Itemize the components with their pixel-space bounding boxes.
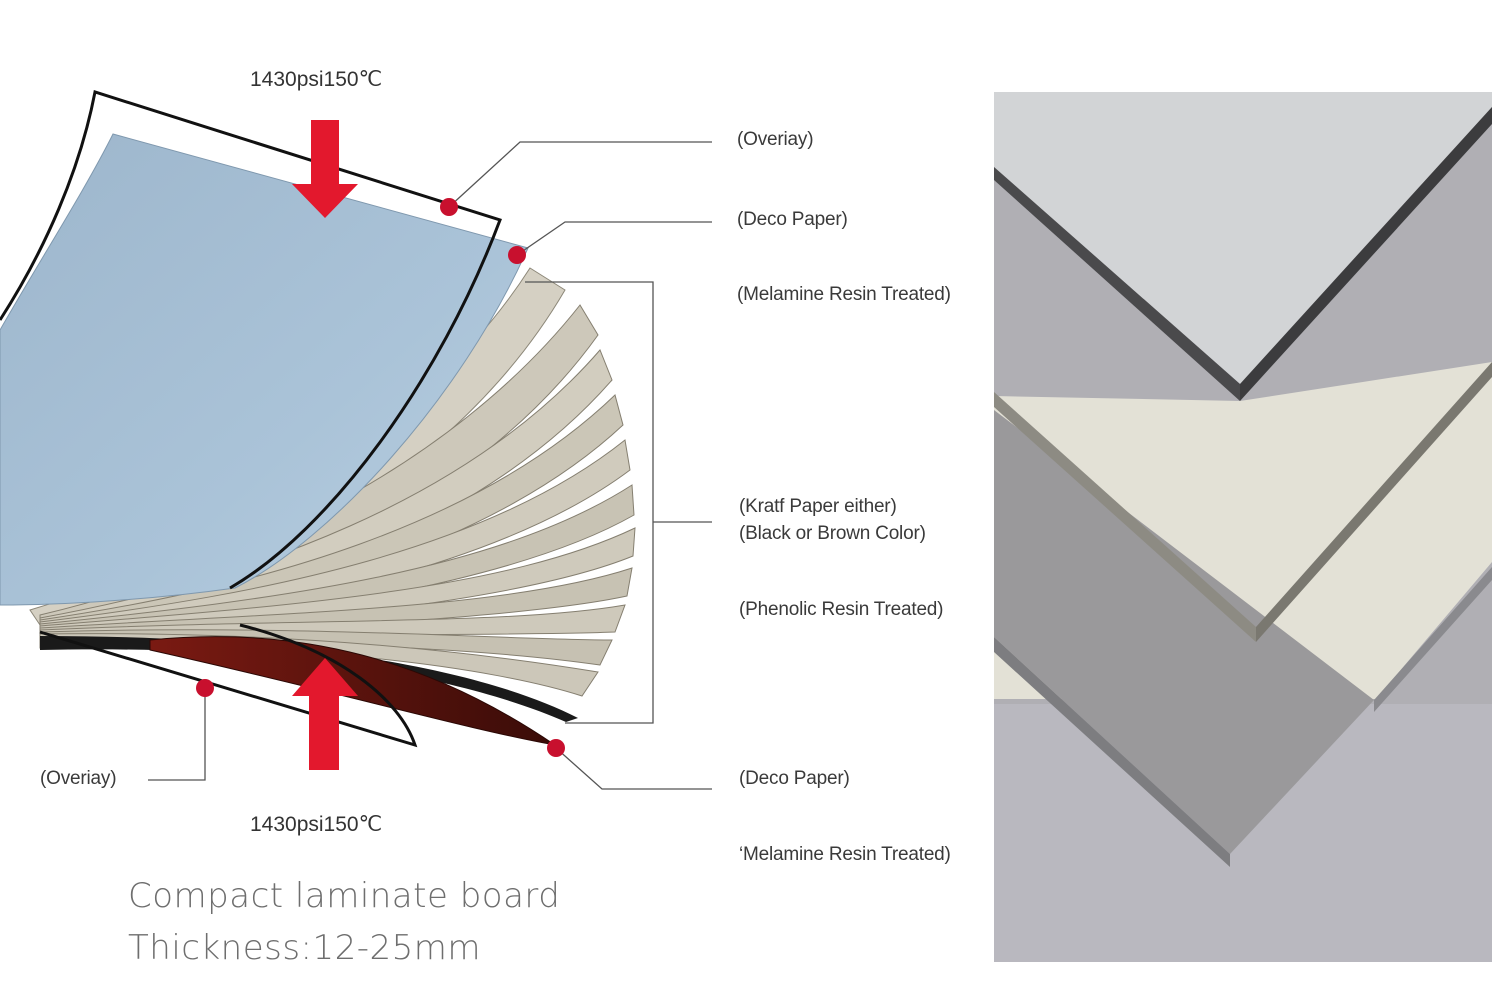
label-overlay-bottom: (Overiay) xyxy=(40,768,117,789)
pressure-arrow-down xyxy=(292,120,358,218)
label-deco-paper-bottom: (Deco Paper) xyxy=(739,768,850,789)
label-deco-paper-top: (Deco Paper) xyxy=(737,209,848,230)
leader-lines xyxy=(148,141,712,790)
callout-dot-deco-top xyxy=(508,246,526,264)
caption-title: Compact laminate board xyxy=(128,876,561,916)
callout-dot-overlay-bottom xyxy=(196,679,214,697)
pressure-label-top: 1430psi150℃ xyxy=(250,68,383,91)
label-kraft-paper: (Kratf Paper either) xyxy=(739,496,897,517)
top-deco-paper xyxy=(0,133,529,606)
top-overlay-sheet xyxy=(0,90,502,590)
callout-dot-deco-bottom xyxy=(547,739,565,757)
pressure-arrow-up xyxy=(292,658,358,770)
callout-dot-overlay-top xyxy=(440,198,458,216)
laminate-board-photo xyxy=(994,92,1492,962)
label-phenolic: (Phenolic Resin Treated) xyxy=(739,599,944,620)
pressure-label-bottom: 1430psi150℃ xyxy=(250,813,383,836)
label-kraft-color: (Black or Brown Color) xyxy=(739,523,926,544)
bottom-overlay-sheet xyxy=(39,623,418,748)
label-overlay-top: (Overiay) xyxy=(737,129,814,150)
caption-thickness: Thickness:12-25mm xyxy=(128,928,482,968)
label-melamine-bottom: ‘Melamine Resin Treated) xyxy=(739,844,951,865)
label-melamine-top: (Melamine Resin Treated) xyxy=(737,284,951,305)
